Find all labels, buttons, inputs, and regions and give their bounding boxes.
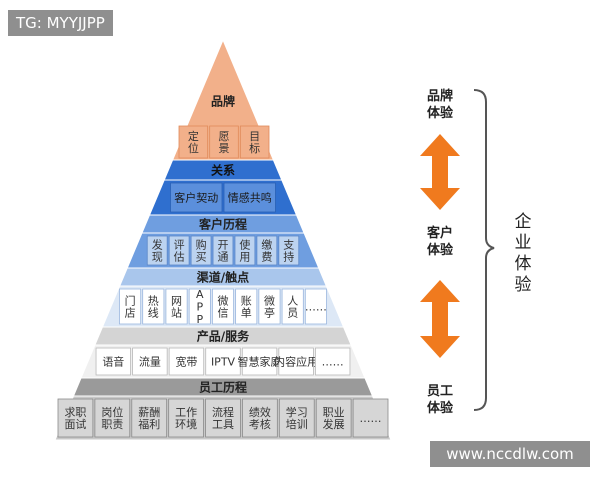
employee-item-box (131, 398, 168, 438)
product-item-box (168, 347, 205, 376)
channel-item-label: 账单 (241, 294, 252, 319)
employee-item-box (205, 398, 241, 438)
enterprise-experience-label: 企业体验 (514, 212, 532, 295)
employee-item-label: 岗位职责 (101, 405, 123, 431)
channel-item-box (235, 288, 258, 325)
journey-item-box (212, 235, 234, 266)
journey-item-box (256, 235, 278, 266)
employee-item-label: 学习培训 (286, 405, 308, 431)
brand-item-label: 愿景 (219, 130, 230, 155)
channel-title: 渠道/触点 (197, 269, 249, 284)
employee-item-label: 求职面试 (64, 406, 86, 431)
product-item-box (278, 347, 314, 376)
journey-item-label: 支持 (283, 238, 294, 263)
employee-title: 员工历程 (199, 379, 247, 394)
product-item-label: 智慧家庭 (238, 354, 282, 368)
journey-title: 客户历程 (198, 216, 247, 231)
journey-item-box (234, 235, 256, 266)
employee-item-box (315, 398, 352, 438)
relation-item-label: 情感共鸣 (228, 190, 272, 204)
product-item-box (132, 347, 168, 376)
brand-experience-label: 品牌体验 (418, 88, 462, 122)
channel-item-box (304, 288, 327, 325)
brand-title: 品牌 (211, 93, 235, 108)
employee-item-label: 薪酬福利 (138, 406, 160, 431)
employee-item-label: 工作环境 (175, 406, 197, 431)
enterprise-bracket (473, 89, 495, 411)
employee-item-box (94, 398, 131, 438)
product-item-label: IPTV (211, 355, 236, 368)
employee-item-box (278, 398, 315, 438)
journey-item-box (278, 235, 300, 266)
channel-item-box (119, 288, 142, 325)
journey-item-label: 缴费 (261, 237, 272, 263)
channel-item-box (281, 288, 304, 325)
employee-item-label: …… (360, 412, 382, 425)
journey-item-label: 发现 (152, 237, 163, 263)
employee-item-box (242, 398, 278, 438)
employee-item-box (57, 398, 94, 438)
employee-item-box (168, 398, 204, 438)
brand-item-box (209, 125, 239, 159)
journey-item-label: 使用 (239, 238, 250, 263)
product-item-label: 流量 (139, 354, 161, 368)
watermark-bottom: www.nccdlw.com (430, 441, 590, 467)
journey-item-box (146, 235, 168, 266)
channel-item-box (258, 288, 281, 325)
product-item-label: 宽带 (175, 354, 197, 368)
product-item-label: …… (322, 355, 344, 368)
double-arrow-upper (420, 134, 460, 210)
channel-item-box (165, 288, 188, 325)
watermark-top: TG: MYYJJPP (8, 10, 113, 36)
brand-item-label: 目标 (249, 130, 260, 155)
product-item-box (95, 347, 132, 376)
journey-item-label: 评估 (174, 238, 185, 263)
journey-item-box (190, 235, 212, 266)
product-item-label: 内容应用 (274, 354, 318, 368)
employee-item-label: 职业发展 (323, 406, 345, 431)
product-item-label: 语音 (102, 354, 124, 368)
employee-item-box (352, 398, 389, 438)
relation-title: 关系 (211, 162, 235, 177)
journey-item-label: 开通 (218, 238, 229, 263)
product-title: 产品/服务 (197, 328, 250, 343)
brand-item-box (178, 125, 209, 159)
relation-item-box (223, 182, 276, 213)
channel-item-label: 微信 (218, 293, 229, 319)
brand-item-box (239, 125, 270, 159)
product-item-box (314, 347, 351, 376)
journey-item-label: 购买 (196, 237, 207, 263)
brand-item-label: 定位 (188, 129, 199, 155)
channel-item-box (142, 288, 165, 325)
relation-item-label: 客户契动 (174, 190, 218, 204)
customer-experience-label: 客户体验 (418, 225, 462, 259)
channel-item-box (211, 288, 235, 325)
channel-item-label: 网站 (171, 294, 182, 319)
channel-item-label: 人员 (287, 294, 298, 319)
employee-item-label: 绩效考核 (249, 405, 271, 431)
product-item-box (205, 347, 241, 376)
double-arrow-lower (420, 280, 460, 358)
employee-item-label: 流程工具 (212, 405, 234, 431)
product-item-box (241, 347, 278, 376)
channel-item-box (188, 288, 211, 325)
employee-experience-label: 员工体验 (418, 383, 462, 417)
journey-item-box (168, 235, 190, 266)
channel-item-label: 门店 (125, 293, 136, 319)
relation-item-box (170, 182, 223, 213)
channel-item-label: 微亭 (264, 293, 275, 319)
channel-item-label: 热线 (148, 294, 159, 319)
channel-item-label: …… (305, 300, 327, 313)
